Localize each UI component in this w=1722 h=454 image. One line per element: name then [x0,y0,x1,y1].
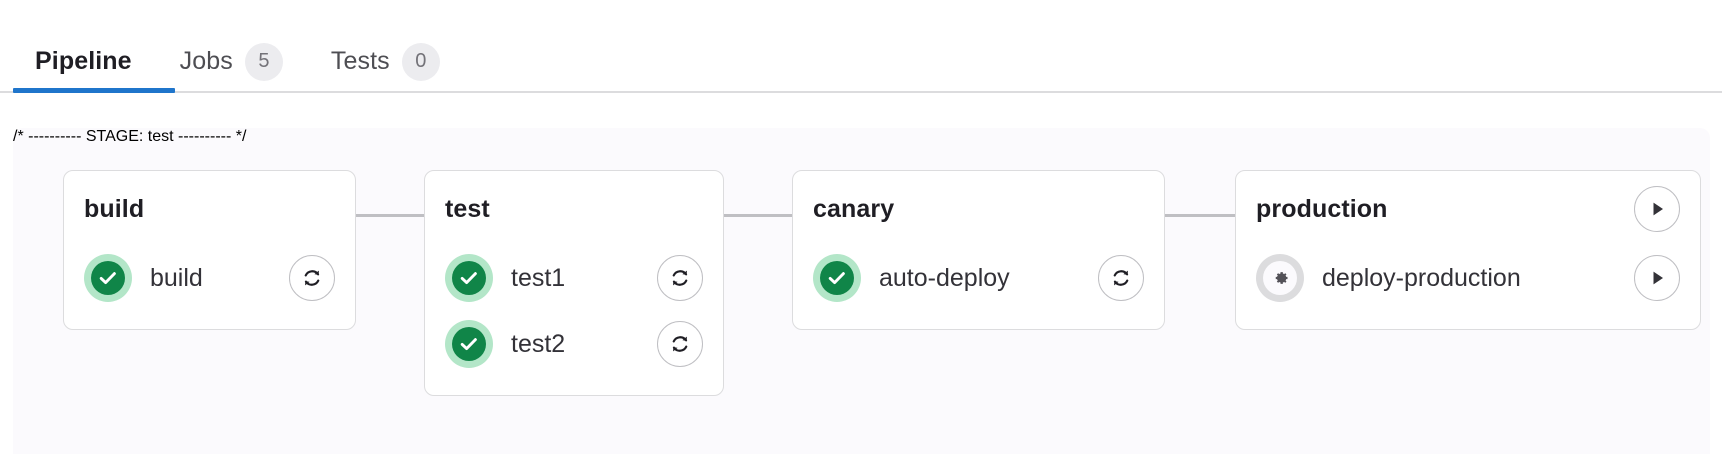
stage-test: test test1 [424,170,724,396]
job-name-build: build [150,263,203,292]
stage-title-test: test [445,194,490,223]
stage-header-production: production [1256,186,1680,232]
connector-canary-production [1165,214,1235,217]
tab-jobs-badge: 5 [244,42,283,81]
play-icon[interactable] [1634,186,1680,232]
stage-build: build build [63,170,356,330]
tab-tests-label: Tests [330,47,390,75]
stage-header-test: test [445,187,703,231]
check-circle-icon[interactable] [445,254,493,302]
stage-header-build: build [84,187,335,231]
connector-build-test [356,214,424,217]
tab-tests[interactable]: Tests 0 [307,0,464,91]
job-list-build: build [84,245,335,311]
job-list-test: test1 [445,245,703,377]
pipeline-graph-container: build build [13,128,1710,454]
stage-card-production: production [1235,170,1701,330]
job-row-deploy-production[interactable]: deploy-production [1256,245,1680,311]
job-row-auto-deploy[interactable]: auto-deploy [813,245,1144,311]
tab-pipeline[interactable]: Pipeline [13,0,156,91]
stage-canary: canary auto-deploy [792,170,1165,330]
check-circle-icon[interactable] [84,254,132,302]
check-circle-icon[interactable] [813,254,861,302]
stage-title-production: production [1256,194,1388,223]
stage-production: production [1235,170,1701,330]
job-list-production: deploy-production [1256,245,1680,311]
gear-icon[interactable] [1256,254,1304,302]
tab-jobs-label: Jobs [179,47,233,75]
retry-icon[interactable] [1098,255,1144,301]
job-name-auto-deploy: auto-deploy [879,263,1010,292]
active-tab-underline [13,88,175,93]
stage-title-canary: canary [813,194,895,223]
retry-icon[interactable] [657,255,703,301]
job-row-build[interactable]: build [84,245,335,311]
job-name-deploy-production: deploy-production [1322,263,1521,292]
play-icon[interactable] [1634,255,1680,301]
stage-card-build: build build [63,170,356,330]
check-circle-icon[interactable] [445,320,493,368]
job-list-canary: auto-deploy [813,245,1144,311]
job-row-test2[interactable]: test2 [445,311,703,377]
connector-test-canary [724,214,792,217]
pipeline-graph: build build [13,128,1710,454]
stage-card-test: test test1 [424,170,724,396]
stage-card-canary: canary auto-deploy [792,170,1165,330]
retry-icon[interactable] [289,255,335,301]
stage-header-canary: canary [813,187,1144,231]
job-row-test1[interactable]: test1 [445,245,703,311]
retry-icon[interactable] [657,321,703,367]
stage-title-build: build [84,194,145,223]
tab-jobs[interactable]: Jobs 5 [156,0,307,91]
pipeline-tabbar: Pipeline Jobs 5 Tests 0 [0,0,1722,93]
job-name-test2: test2 [511,329,566,358]
tab-pipeline-label: Pipeline [35,47,132,75]
tab-tests-badge: 0 [401,42,440,81]
job-name-test1: test1 [511,263,566,292]
